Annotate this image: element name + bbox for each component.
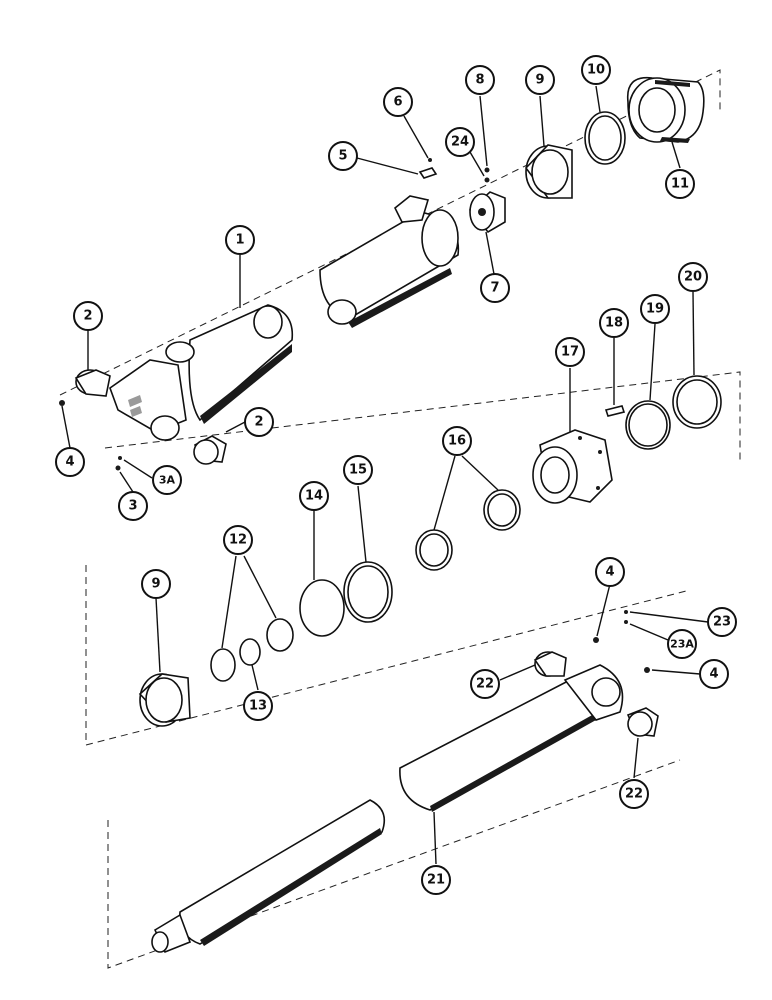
svg-text:3A: 3A [159, 474, 176, 487]
rod-bushing-lower [626, 707, 659, 737]
ring-15-inner [347, 565, 389, 619]
fitting-23 [624, 610, 628, 614]
callout-3: 3 [118, 491, 148, 521]
svg-text:19: 19 [646, 302, 664, 317]
svg-text:8: 8 [475, 73, 484, 88]
svg-text:6: 6 [393, 95, 402, 110]
ring-14 [299, 579, 345, 637]
svg-text:21: 21 [427, 873, 445, 888]
ball [484, 167, 490, 173]
callout-22-upper: 22 [470, 669, 500, 699]
callout-11: 11 [665, 169, 695, 199]
svg-text:17: 17 [561, 345, 579, 360]
callout-15: 15 [343, 455, 373, 485]
svg-text:23: 23 [713, 615, 731, 630]
callout-5: 5 [328, 141, 358, 171]
svg-text:18: 18 [605, 316, 623, 331]
assembly-boundary-lines [59, 69, 741, 969]
callout-21: 21 [421, 865, 451, 895]
svg-text:4: 4 [605, 565, 614, 580]
svg-text:2: 2 [254, 415, 263, 430]
callout-2-upper: 2 [73, 301, 103, 331]
callout-3a: 3A [152, 465, 182, 495]
backup-ring-20-inner [676, 379, 718, 425]
wiper-rings [415, 489, 521, 571]
o-ring-19-inner [628, 403, 668, 447]
grease-fitting [59, 400, 65, 406]
callout-7: 7 [480, 273, 510, 303]
set-screw [484, 177, 490, 183]
wear-ring-lower [138, 673, 191, 727]
callout-20: 20 [678, 262, 708, 292]
callout-22-lower: 22 [619, 779, 649, 809]
svg-text:9: 9 [535, 73, 544, 88]
callout-9-lower: 9 [141, 569, 171, 599]
callout-6: 6 [383, 87, 413, 117]
svg-text:20: 20 [684, 270, 702, 285]
svg-text:22: 22 [625, 787, 643, 802]
piston-rod [151, 664, 624, 954]
pin [428, 158, 432, 162]
key [418, 167, 438, 179]
callout-2-lower: 2 [244, 407, 274, 437]
callout-1: 1 [225, 225, 255, 255]
fitting-3a [118, 456, 122, 460]
svg-text:3: 3 [128, 499, 137, 514]
callout-4-rod-right: 4 [699, 659, 729, 689]
svg-text:23A: 23A [670, 638, 694, 651]
svg-text:4: 4 [709, 667, 718, 682]
seal-ring-inner [588, 115, 622, 161]
callout-17: 17 [555, 337, 585, 367]
piston [626, 76, 705, 143]
callout-13: 13 [243, 691, 273, 721]
svg-text:9: 9 [151, 577, 160, 592]
svg-text:24: 24 [451, 135, 469, 150]
svg-text:15: 15 [349, 463, 367, 478]
callout-4-rod-top: 4 [595, 557, 625, 587]
leader-lines [61, 85, 709, 865]
svg-text:11: 11 [671, 177, 689, 192]
svg-text:2: 2 [83, 309, 92, 324]
fitting-23a [624, 620, 628, 624]
svg-text:13: 13 [249, 699, 267, 714]
svg-text:16: 16 [448, 434, 466, 449]
callout-19: 19 [640, 294, 670, 324]
wear-ring [524, 144, 573, 199]
svg-text:10: 10 [587, 63, 605, 78]
piston-nut [468, 191, 506, 234]
gland [532, 429, 613, 504]
callout-18: 18 [599, 308, 629, 338]
callout-23a: 23A [667, 629, 697, 659]
svg-text:7: 7 [490, 281, 499, 296]
bushing-left [74, 369, 111, 397]
barrel-rear-section [319, 195, 460, 328]
ring-12b [266, 618, 294, 652]
callout-9-upper: 9 [525, 65, 555, 95]
callout-10: 10 [581, 55, 611, 85]
svg-text:5: 5 [338, 149, 347, 164]
bushing-right [193, 435, 227, 465]
svg-text:12: 12 [229, 533, 247, 548]
grease-fitting-rod [593, 637, 599, 643]
callout-14: 14 [299, 481, 329, 511]
callout-8: 8 [465, 65, 495, 95]
svg-text:4: 4 [65, 455, 74, 470]
fitting-3 [115, 465, 121, 471]
callout-23: 23 [707, 607, 737, 637]
rod-bushing-upper [533, 651, 567, 677]
callout-16: 16 [442, 426, 472, 456]
bolt [604, 405, 626, 417]
callout-24: 24 [445, 127, 475, 157]
ring-13 [239, 638, 261, 666]
ring-12a [210, 648, 236, 682]
grease-fitting-rod-2 [644, 667, 650, 673]
cylinder-barrel [109, 304, 294, 441]
svg-text:1: 1 [235, 233, 244, 248]
svg-text:14: 14 [305, 489, 323, 504]
svg-text:22: 22 [476, 677, 494, 692]
callout-4-left: 4 [55, 447, 85, 477]
callout-12: 12 [223, 525, 253, 555]
